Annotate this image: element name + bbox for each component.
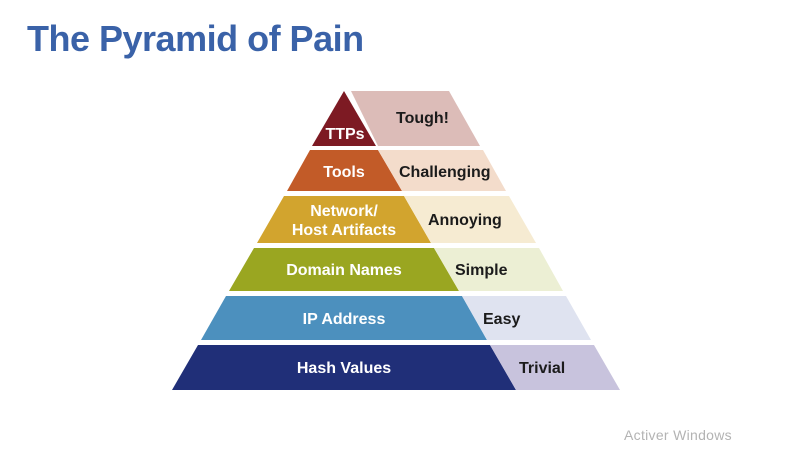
pain-label-annoying: Annoying — [428, 212, 502, 229]
level-hash-values-label: Hash Values — [297, 360, 391, 377]
pain-label-trivial: Trivial — [519, 360, 565, 377]
level-ttps: TTPs Tough! — [312, 91, 480, 146]
level-ip-address-label: IP Address — [303, 311, 386, 328]
level-hash-values: Hash Values Trivial — [172, 345, 620, 390]
level-network-label-line1: Network/ — [310, 203, 378, 220]
level-hash-values-band-shape — [490, 345, 620, 390]
level-domain-names-label: Domain Names — [286, 262, 402, 279]
pain-label-easy: Easy — [483, 311, 520, 328]
level-ttps-shape — [312, 91, 376, 146]
page-title: The Pyramid of Pain — [27, 18, 364, 59]
level-hash-values-shape — [172, 345, 516, 390]
level-network-label-line2: Host Artifacts — [292, 222, 396, 239]
level-network-host-artifacts-band-shape — [404, 196, 536, 243]
level-tools-label: Tools — [323, 164, 365, 181]
level-tools: Tools Challenging — [287, 150, 506, 191]
level-ttps-label: TTPs — [325, 126, 364, 143]
level-tools-shape — [287, 150, 402, 191]
level-ip-address-band-shape — [462, 296, 591, 340]
level-domain-names: Domain Names Simple — [229, 248, 563, 291]
level-ip-address: IP Address Easy — [201, 296, 591, 340]
pain-label-simple: Simple — [455, 262, 508, 279]
pain-label-tough: Tough! — [396, 110, 449, 127]
level-domain-names-band-shape — [434, 248, 563, 291]
level-network-host-artifacts-shape — [257, 196, 431, 243]
level-domain-names-shape — [229, 248, 459, 291]
level-ttps-band-shape — [351, 91, 480, 146]
pain-label-challenging: Challenging — [399, 164, 491, 181]
level-tools-band-shape — [378, 150, 506, 191]
level-ip-address-shape — [201, 296, 487, 340]
activate-windows-watermark: Activer Windows — [624, 427, 732, 443]
level-network-host-artifacts: Network/ Host Artifacts Annoying — [257, 196, 536, 243]
